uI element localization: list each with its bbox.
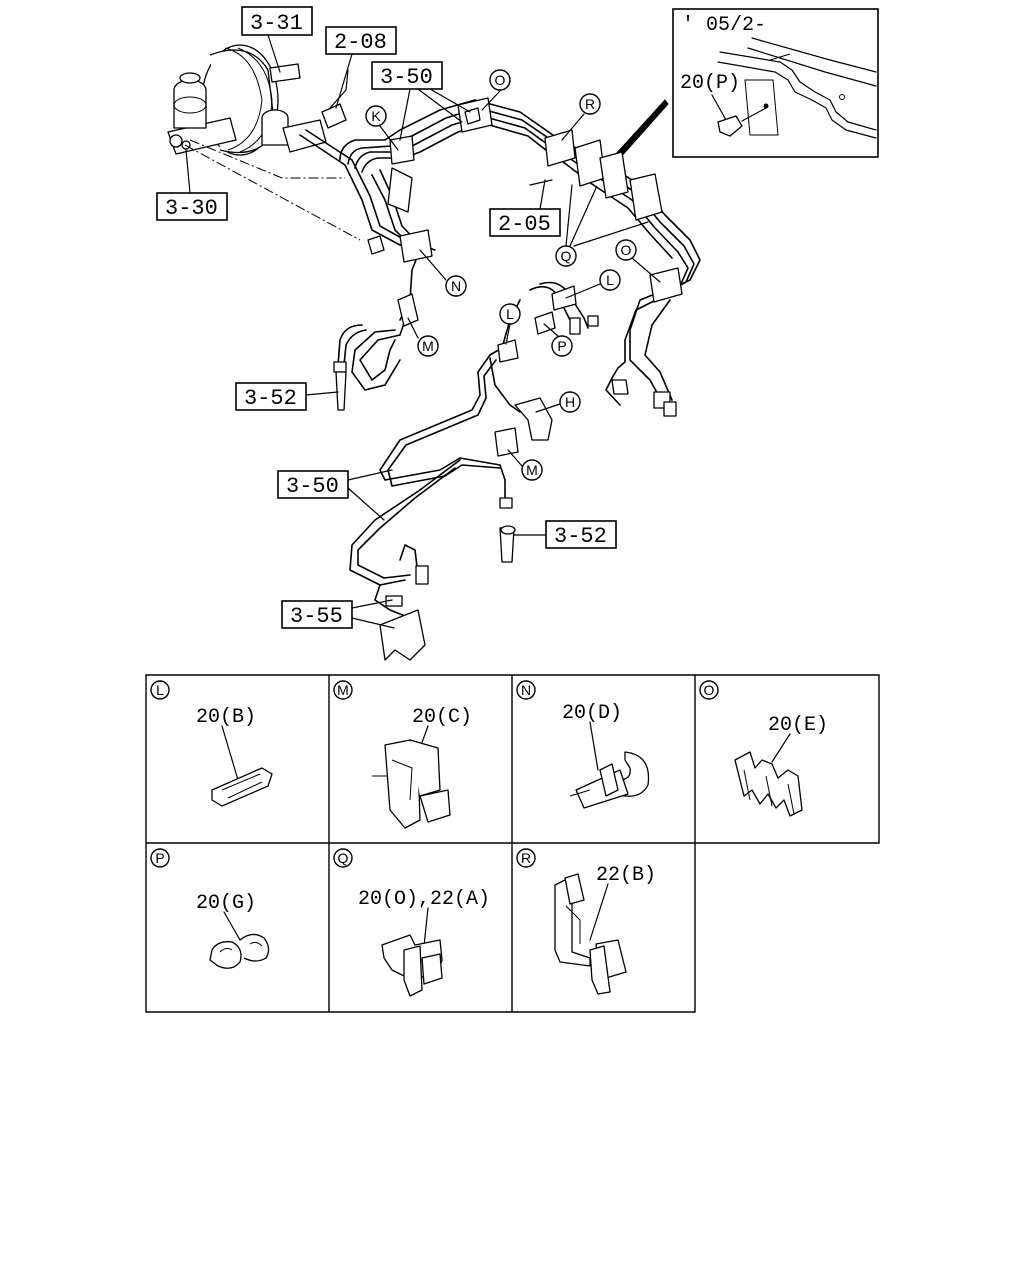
svg-text:3-55: 3-55 (290, 604, 343, 629)
svg-text:3-52: 3-52 (554, 524, 607, 549)
svg-text:Q: Q (561, 248, 572, 264)
svg-text:M: M (422, 338, 434, 354)
svg-text:20(B): 20(B) (196, 706, 256, 729)
clip-marker-l-right: L (565, 269, 621, 299)
svg-text:K: K (371, 108, 381, 124)
clip-marker-l-left: L (499, 303, 521, 345)
legend-cell-n: N 20(D) (516, 680, 650, 809)
inset-date-note: ' 05/2- (682, 14, 766, 37)
clip-marker-m-bottom: M (507, 449, 543, 481)
svg-text:N: N (451, 278, 461, 294)
svg-text:20(O),22(A): 20(O),22(A) (358, 888, 490, 911)
clip-20g-icon (209, 941, 242, 969)
svg-text:R: R (521, 850, 531, 866)
svg-text:3-52: 3-52 (244, 386, 297, 411)
svg-text:2-08: 2-08 (334, 30, 387, 55)
bracket-3-31 (269, 63, 301, 83)
svg-text:Q: Q (338, 850, 349, 866)
clip-assemblies (379, 97, 683, 661)
ref-3-30: 3-30 (156, 149, 228, 221)
svg-text:R: R (585, 96, 595, 112)
svg-text:L: L (156, 682, 164, 698)
svg-text:20(G): 20(G) (196, 892, 256, 915)
svg-text:P: P (155, 850, 164, 866)
svg-text:L: L (506, 306, 514, 322)
svg-text:3-50: 3-50 (286, 474, 339, 499)
svg-text:20(C): 20(C) (412, 706, 472, 729)
legend-cell-o: O 20(E) (699, 680, 828, 817)
svg-text:20(E): 20(E) (768, 714, 828, 737)
clip-marker-q: Q (555, 184, 649, 267)
svg-text:L: L (606, 272, 614, 288)
legend-cell-r: R 22(B) (516, 848, 656, 995)
clip-marker-n: N (419, 249, 467, 297)
svg-text:M: M (337, 682, 349, 698)
ref-3-55: 3-55 (281, 599, 395, 629)
clip-marker-k: K (365, 105, 399, 151)
svg-text:20(D): 20(D) (562, 702, 622, 725)
clip-marker-h: H (535, 391, 581, 413)
flex-hose-front-left (335, 371, 347, 411)
svg-text:N: N (521, 682, 531, 698)
svg-text:22(B): 22(B) (596, 864, 656, 887)
clip-marker-m-top: M (407, 317, 439, 357)
master-cylinder (167, 63, 349, 155)
inset-part-label: 20(P) (680, 72, 740, 95)
svg-text:P: P (557, 338, 566, 354)
svg-text:3-30: 3-30 (165, 196, 218, 221)
svg-text:M: M (526, 462, 538, 478)
ref-3-50-bottom: 3-50 (277, 469, 393, 521)
fittings (333, 235, 677, 607)
legend-cell-p: P 20(G) (150, 848, 270, 969)
legend-cell-q: Q 20(O),22(A) (333, 848, 490, 997)
clip-marker-r: R (561, 93, 601, 141)
clip-marker-o-right: O (615, 239, 661, 283)
clip-20b-icon (211, 767, 273, 807)
legend-cell-m: M 20(C) (333, 680, 472, 829)
svg-text:3-50: 3-50 (380, 65, 433, 90)
svg-text:O: O (495, 72, 506, 88)
ref-3-52-right: 3-52 (513, 520, 617, 549)
legend-cell-l: L 20(B) (150, 680, 273, 807)
bracket-k (387, 167, 413, 213)
svg-text:3-31: 3-31 (250, 11, 303, 36)
ref-3-50-top: 3-50 (371, 61, 471, 141)
bracket-h (514, 397, 553, 441)
clip-20e-icon (734, 751, 803, 817)
inset-frame (672, 8, 879, 158)
ref-3-52-left: 3-52 (235, 382, 339, 411)
svg-text:H: H (565, 394, 575, 410)
clip-marker-o-top: O (481, 69, 511, 111)
svg-text:O: O (621, 242, 632, 258)
ref-3-31: 3-31 (241, 6, 313, 73)
ref-2-08: 2-08 (325, 26, 397, 109)
ref-2-05: 2-05 (489, 179, 561, 237)
svg-text:2-05: 2-05 (498, 212, 551, 237)
clip-marker-p: P (543, 323, 573, 357)
svg-text:O: O (704, 682, 715, 698)
clip-legend-table: L 20(B) M 20(C) N 20(D) (145, 674, 880, 1013)
inset-panel: ' 05/2- 20(P) (614, 8, 879, 159)
bracket-3-55 (379, 609, 426, 661)
